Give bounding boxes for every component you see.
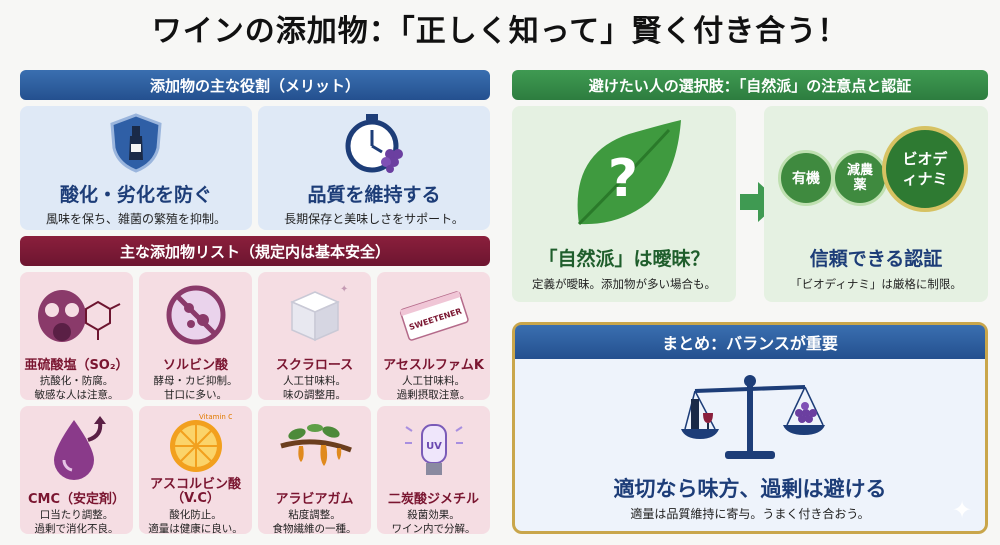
natural-card-ambiguous: ? 「自然派」は曖昧？ 定義が曖昧。添加物が多い場合も。 [512, 106, 736, 302]
badge-organic-label: 有機 [792, 171, 820, 187]
additive-card-ascorbic: Vitamin C アスコルビン酸（V.C） 酸化防止。 適量は健康に良い。 [139, 406, 252, 535]
additive-desc1-sulfite: 抗酸化・防腐。 [39, 375, 114, 387]
natural-heading-certification: 信頼できる認証 [809, 248, 943, 270]
additive-desc1-acesulfame: 人工甘味料。 [402, 375, 465, 387]
summary-banner: まとめ：バランスが重要 [515, 325, 985, 359]
additive-card-sucralose: ✦ スクラロース 人工甘味料。 味の調整用。 [258, 272, 371, 401]
additive-desc2-acesulfame: 過剰摂取注意。 [396, 389, 471, 401]
additive-desc2-cmc: 過剰で消化不良。 [34, 523, 119, 535]
additive-card-dmdc: UV 二炭酸ジメチル 殺菌効果。 ワイン内で分解。 [377, 406, 490, 535]
additive-card-sorbic: ソルビン酸 酵母・カビ抑制。 甘口に多い。 [139, 272, 252, 401]
additive-desc2-sucralose: 味の調整用。 [283, 389, 346, 401]
additive-desc1-sorbic: 酵母・カビ抑制。 [153, 375, 238, 387]
additive-desc1-cmc: 口当たり調整。 [39, 509, 114, 521]
shield-bottle-icon [20, 112, 252, 174]
additive-desc1-sucralose: 人工甘味料。 [283, 375, 346, 387]
uv-label: UV [426, 441, 442, 452]
uv-lamp-icon: UV [404, 424, 463, 475]
merit-card-oxidation: 酸化・劣化を防ぐ 風味を保ち、雑菌の繁殖を抑制。 [20, 106, 252, 230]
additive-name-arabic-gum: アラビアガム [275, 492, 354, 507]
svg-text:✦: ✦ [340, 284, 348, 295]
additive-desc2-sulfite: 敏感な人は注意。 [34, 389, 119, 401]
leaf-question-icon: ? [512, 114, 736, 234]
additive-name-dmdc: 二炭酸ジメチル [387, 492, 479, 507]
badge-organic: 有機 [778, 150, 834, 206]
additive-name-sulfite: 亜硫酸塩（SO₂） [24, 358, 129, 373]
acacia-branch-icon [279, 424, 352, 466]
additive-name-acesulfame: アセスルファムK [383, 358, 484, 373]
merit-heading-oxidation: 酸化・劣化を防ぐ [59, 184, 212, 206]
badge-bio-label: ビオディナミ [902, 150, 948, 188]
merits-banner: 添加物の主な役割（メリット） [20, 70, 490, 100]
natural-banner: 避けたい人の選択肢：「自然派」の注意点と認証 [512, 70, 988, 100]
balance-scale-icon [515, 369, 985, 465]
svg-text:?: ? [608, 149, 638, 209]
additive-card-cmc: CMC（安定剤） 口当たり調整。 過剰で消化不良。 [20, 406, 133, 535]
sparkle-icon: ✦ [952, 496, 973, 524]
summary-panel: まとめ：バランスが重要 適切なら味方、過剰は避ける 適量は品質維持に寄与。うまく… [512, 322, 988, 534]
additive-desc2-dmdc: ワイン内で分解。 [391, 523, 476, 535]
droplet-arrow-icon [53, 416, 106, 480]
additives-banner: 主な添加物リスト（規定内は基本安全） [20, 236, 490, 266]
no-mold-icon [166, 285, 225, 345]
natural-card-certification: 有機 減農薬 ビオディナミ 信頼できる認証 「ビオディナミ」は厳格に制限。 [764, 106, 988, 302]
additive-desc1-ascorbic: 酸化防止。 [169, 509, 222, 521]
summary-banner-label: まとめ：バランスが重要 [662, 334, 838, 353]
stopwatch-grapes-icon [258, 112, 490, 174]
additive-desc2-arabic-gum: 食物繊維の一種。 [272, 523, 357, 535]
summary-headline: 適切なら味方、過剰は避ける [613, 477, 887, 501]
merit-heading-quality: 品質を維持する [307, 184, 441, 206]
natural-desc-ambiguous: 定義が曖昧。添加物が多い場合も。 [532, 277, 716, 291]
sugar-cube-icon: ✦ [289, 284, 348, 342]
merit-card-quality: 品質を維持する 長期保存と美味しさをサポート。 [258, 106, 490, 230]
additive-card-acesulfame: SWEETENER アセスルファムK 人工甘味料。 過剰摂取注意。 [377, 272, 490, 401]
merit-desc-oxidation: 風味を保ち、雑菌の繁殖を抑制。 [45, 212, 226, 226]
merits-banner-label: 添加物の主な役割（メリット） [149, 76, 360, 95]
additive-desc1-arabic-gum: 粘度調整。 [288, 509, 341, 521]
vitamin-c-label: Vitamin C [199, 413, 232, 421]
additives-banner-label: 主な添加物リスト（規定内は基本安全） [119, 242, 390, 261]
additive-name-ascorbic: アスコルビン酸（V.C） [149, 477, 241, 506]
additive-desc2-ascorbic: 適量は健康に良い。 [148, 523, 243, 535]
natural-heading-ambiguous: 「自然派」は曖昧？ [538, 248, 710, 270]
additive-desc1-dmdc: 殺菌効果。 [407, 509, 460, 521]
page-title: ワインの添加物：「正しく知って」賢く付き合う！ [151, 14, 849, 49]
badge-reduced-label: 減農薬 [846, 163, 873, 193]
orange-slice-icon: Vitamin C [169, 413, 232, 472]
additive-card-arabic-gum: アラビアガム 粘度調整。 食物繊維の一種。 [258, 406, 371, 535]
merit-desc-quality: 長期保存と美味しさをサポート。 [284, 212, 464, 226]
additive-name-cmc: CMC（安定剤） [27, 492, 126, 507]
additive-name-sorbic: ソルビン酸 [162, 358, 228, 373]
natural-desc-certification: 「ビオディナミ」は厳格に制限。 [790, 277, 962, 291]
gas-mask-icon [37, 290, 120, 342]
additive-name-sucralose: スクラロース [275, 358, 354, 373]
badge-reduced-pesticide: 減農薬 [832, 150, 888, 206]
summary-desc: 適量は品質維持に寄与。うまく付き合おう。 [630, 507, 870, 521]
badge-biodynamic: ビオディナミ [882, 126, 968, 212]
sweetener-packet-icon: SWEETENER [399, 291, 469, 341]
natural-banner-label: 避けたい人の選択肢：「自然派」の注意点と認証 [588, 76, 912, 95]
additive-card-sulfite: 亜硫酸塩（SO₂） 抗酸化・防腐。 敏感な人は注意。 [20, 272, 133, 401]
additive-desc2-sorbic: 甘口に多い。 [164, 389, 227, 401]
